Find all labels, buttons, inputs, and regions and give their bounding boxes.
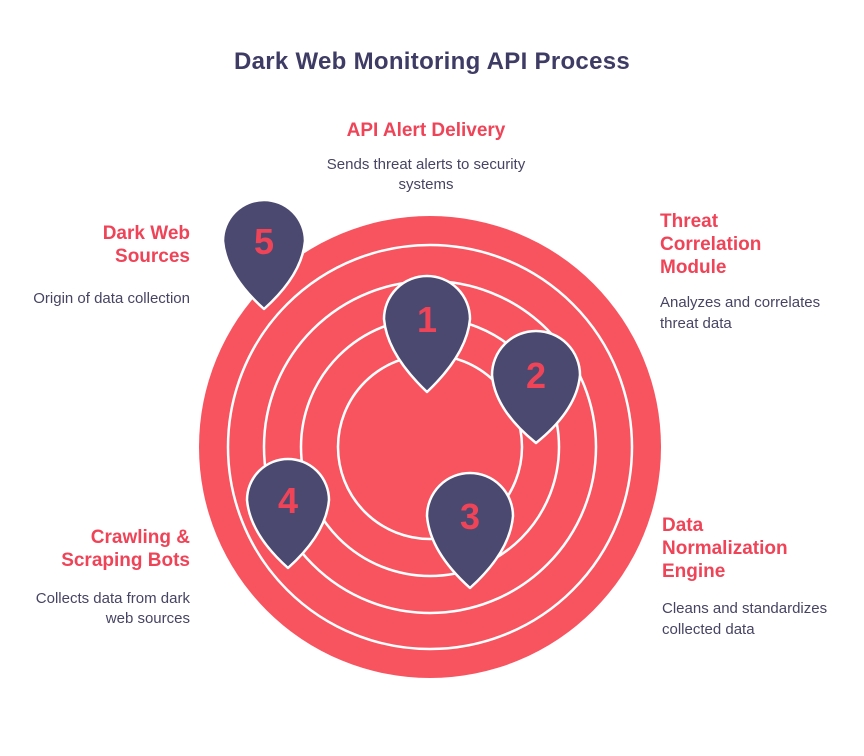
step-heading: Dark Web Sources <box>102 223 190 267</box>
step-heading: Threat Correlation Module <box>660 211 762 278</box>
pin-marker-2: 2 <box>490 329 582 445</box>
map-pin-icon <box>490 329 582 445</box>
step-label-data-normalization-engine: Data Normalization Engine Cleans and sta… <box>662 515 852 640</box>
map-pin-icon <box>245 457 331 570</box>
step-description: Cleans and standardizes collected data <box>662 600 828 638</box>
map-pin-icon <box>382 274 472 394</box>
step-label-crawling-scraping-bots: Crawling & Scraping Bots Collects data f… <box>0 527 190 629</box>
step-heading: API Alert Delivery <box>346 120 506 141</box>
radar-ring-1 <box>226 243 634 651</box>
pin-marker-3: 3 <box>425 471 515 590</box>
pin-marker-4: 4 <box>245 457 331 570</box>
step-description: Collects data from dark web sources <box>35 589 190 627</box>
step-label-threat-correlation-module: Threat Correlation Module Analyzes and c… <box>660 211 850 334</box>
pin-marker-5: 5 <box>221 198 307 311</box>
step-label-dark-web-sources: Dark Web Sources Origin of data collecti… <box>10 223 190 309</box>
pin-number: 2 <box>526 355 546 396</box>
step-description: Analyzes and correlates threat data <box>660 294 821 332</box>
pin-number: 4 <box>278 480 298 521</box>
page-title: Dark Web Monitoring API Process <box>233 48 631 75</box>
pin-number: 3 <box>460 496 480 537</box>
map-pin-icon <box>425 471 515 590</box>
step-heading: Crawling & Scraping Bots <box>61 527 190 571</box>
step-description: Origin of data collection <box>33 289 190 307</box>
map-pin-icon <box>221 198 307 311</box>
pin-marker-1: 1 <box>382 274 472 394</box>
pin-number: 1 <box>417 299 437 340</box>
pin-number: 5 <box>254 221 274 262</box>
step-label-api-alert-delivery: API Alert Delivery Sends threat alerts t… <box>263 120 589 195</box>
step-description: Sends threat alerts to security systems <box>326 155 526 194</box>
step-heading: Data Normalization Engine <box>662 515 788 582</box>
